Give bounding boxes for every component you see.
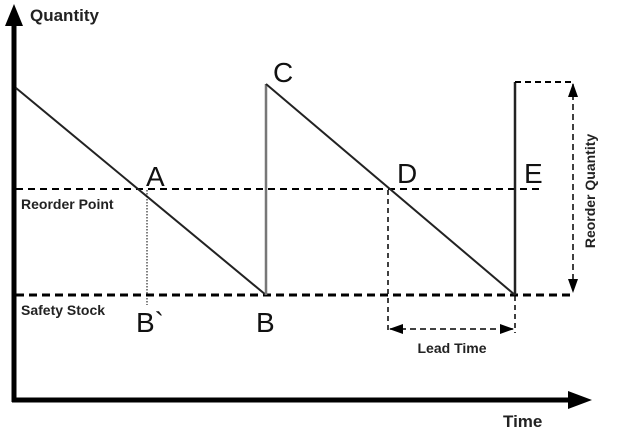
point-b-prime-label: B` [136, 307, 164, 338]
point-a-label: A [146, 161, 165, 192]
safety-stock-label: Safety Stock [21, 302, 105, 318]
lead-time-label: Lead Time [418, 340, 487, 356]
depletion-line-2 [265, 83, 516, 296]
point-c-label: C [273, 57, 293, 88]
x-axis-label: Time [503, 412, 542, 431]
point-e-label: E [524, 158, 543, 189]
reorder-point-label: Reorder Point [21, 196, 114, 212]
x-axis-arrow-icon [568, 391, 592, 409]
point-b-label: B [256, 307, 275, 338]
point-d-label: D [397, 158, 417, 189]
depletion-line-1 [15, 87, 267, 296]
y-axis-arrow-icon [5, 4, 23, 26]
y-axis-label: Quantity [30, 6, 99, 25]
reorder-quantity-label: Reorder Quantity [582, 134, 598, 249]
